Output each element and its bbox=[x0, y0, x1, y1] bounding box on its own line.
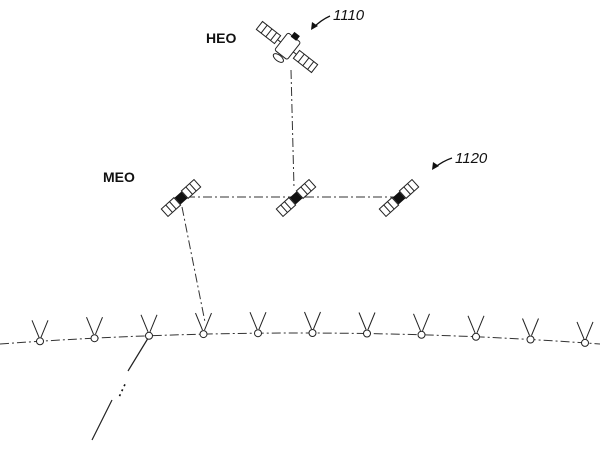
satellite-leo-icon bbox=[86, 317, 103, 343]
heo-meo-link bbox=[290, 69, 295, 189]
meo-reference-number: 1120 bbox=[455, 150, 488, 167]
satellite-leo-icon bbox=[522, 318, 539, 344]
satellite-leo-icon bbox=[195, 312, 212, 339]
satellite-leo-icon bbox=[140, 314, 158, 340]
leo-constellation bbox=[31, 311, 594, 347]
meo-reference: 1120 bbox=[432, 150, 488, 170]
satellite-leo-icon bbox=[413, 313, 430, 339]
satellite-heo-icon bbox=[255, 20, 319, 74]
heo-reference-number: 1110 bbox=[333, 7, 365, 24]
ground-link-lower bbox=[91, 399, 113, 441]
heo-label: HEO bbox=[206, 30, 236, 46]
meo-reference-arrowhead bbox=[432, 162, 439, 170]
leo-orbit-line bbox=[0, 332, 600, 345]
satellite-leo-icon bbox=[467, 315, 485, 341]
heo-reference: 1110 bbox=[311, 7, 365, 30]
meo-leo-link bbox=[181, 206, 206, 323]
satellite-meo-icon bbox=[275, 178, 317, 218]
meo-label: MEO bbox=[103, 169, 135, 185]
satellite-leo-icon bbox=[31, 320, 49, 346]
ellipsis-mark: ⋮ bbox=[111, 378, 134, 402]
satellite-leo-icon bbox=[304, 311, 321, 337]
inter-satellite-links bbox=[0, 69, 600, 441]
satellite-meo-icon bbox=[160, 178, 202, 218]
satellite-leo-icon bbox=[576, 321, 594, 347]
ground-link-upper bbox=[127, 334, 151, 372]
satellite-leo-icon bbox=[358, 312, 376, 338]
satellite-leo-icon bbox=[249, 312, 267, 338]
satellite-meo-icon bbox=[378, 178, 420, 218]
heo-reference-arrowhead bbox=[311, 22, 318, 30]
